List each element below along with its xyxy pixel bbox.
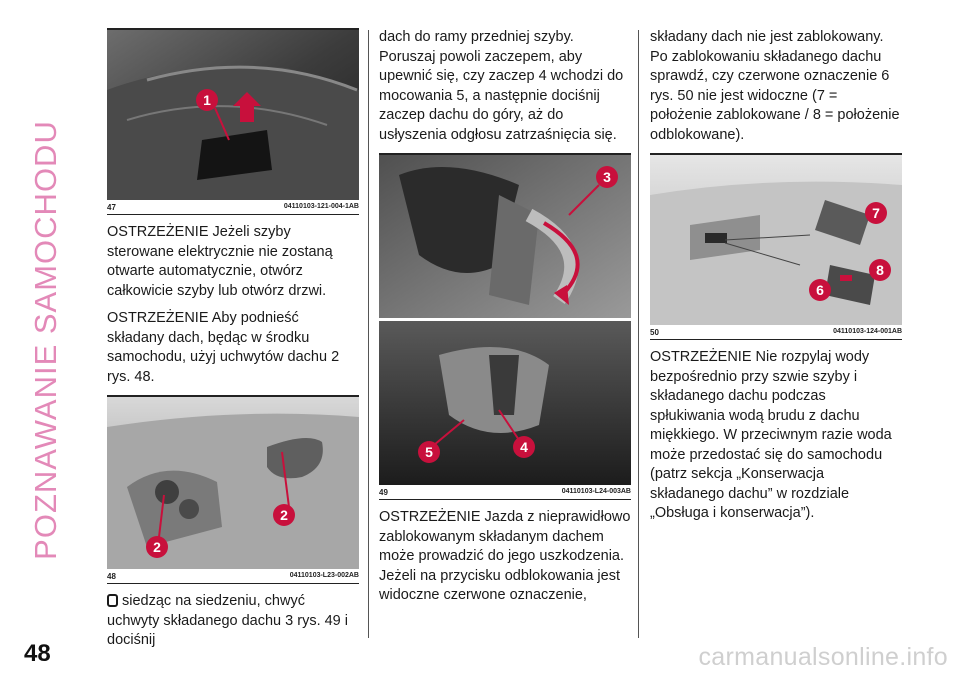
column-divider <box>638 30 639 638</box>
warning-continued-paragraph: składany dach nie jest zablokowany. Po z… <box>650 29 900 143</box>
svg-text:2: 2 <box>280 507 288 523</box>
figure-code: 04110103-L24-003AB <box>561 488 631 495</box>
figure-code: 04110103-121-004-1AB <box>283 203 359 210</box>
callout-7: 7 <box>865 202 887 224</box>
column-2: dach do ramy przedniej szyby. Poruszaj p… <box>379 28 631 614</box>
instruction-paragraph: siedząc na siedzeniu, chwyć uchwyty skła… <box>107 593 348 648</box>
figure-code: 04110103-L23-002AB <box>289 572 359 579</box>
watermark: carmanualsonline.info <box>698 643 948 671</box>
figure-number: 48 <box>107 572 116 581</box>
figure-50-image: 7 8 6 <box>650 153 902 325</box>
column-divider <box>368 30 369 638</box>
section-side-title: POZNAWANIE SAMOCHODU <box>28 120 63 560</box>
svg-text:3: 3 <box>603 169 611 185</box>
warning-paragraph: OSTRZEŻENIE Jazda z nieprawidłowo zablok… <box>379 509 631 603</box>
page-number: 48 <box>24 640 51 667</box>
figure-number: 47 <box>107 203 116 212</box>
callout-4: 4 <box>513 436 535 458</box>
svg-text:5: 5 <box>425 444 433 460</box>
figure-number: 50 <box>650 328 659 337</box>
figure-number: 49 <box>379 488 388 497</box>
callout-8: 8 <box>869 259 891 281</box>
callout-1: 1 <box>196 89 218 111</box>
figure-48-caption: 48 04110103-L23-002AB <box>107 569 359 584</box>
warning-paragraph: OSTRZEŻENIE Jeżeli szyby sterowane elekt… <box>107 224 333 299</box>
seat-icon <box>107 594 118 607</box>
figure-49-caption: 49 04110103-L24-003AB <box>379 485 631 500</box>
svg-text:2: 2 <box>153 539 161 555</box>
figure-49-image: 3 5 4 <box>379 153 631 485</box>
warning-paragraph: OSTRZEŻENIE Nie rozpylaj wody bezpośredn… <box>650 349 892 521</box>
figure-code: 04110103-124-001AB <box>833 328 902 335</box>
svg-text:1: 1 <box>203 92 211 108</box>
column-1: 1 47 04110103-121-004-1AB OSTRZEŻENIE Je… <box>107 28 359 659</box>
svg-text:6: 6 <box>816 282 824 298</box>
figure-50-caption: 50 04110103-124-001AB <box>650 325 902 340</box>
svg-text:8: 8 <box>876 262 884 278</box>
callout-2: 2 <box>273 504 295 526</box>
figure-47-image: 1 <box>107 28 359 200</box>
figure-47-caption: 47 04110103-121-004-1AB <box>107 200 359 215</box>
svg-text:7: 7 <box>872 205 880 221</box>
svg-text:4: 4 <box>520 439 528 455</box>
callout-6: 6 <box>809 279 831 301</box>
callout-5: 5 <box>418 441 440 463</box>
figure-48-image: 2 2 <box>107 395 359 569</box>
callout-2: 2 <box>146 536 168 558</box>
warning-paragraph: OSTRZEŻENIE Aby podnieść składany dach, … <box>107 310 340 385</box>
column-3: składany dach nie jest zablokowany. Po z… <box>650 28 902 532</box>
callout-3: 3 <box>596 166 618 188</box>
instruction-paragraph: dach do ramy przedniej szyby. Poruszaj p… <box>379 29 624 143</box>
